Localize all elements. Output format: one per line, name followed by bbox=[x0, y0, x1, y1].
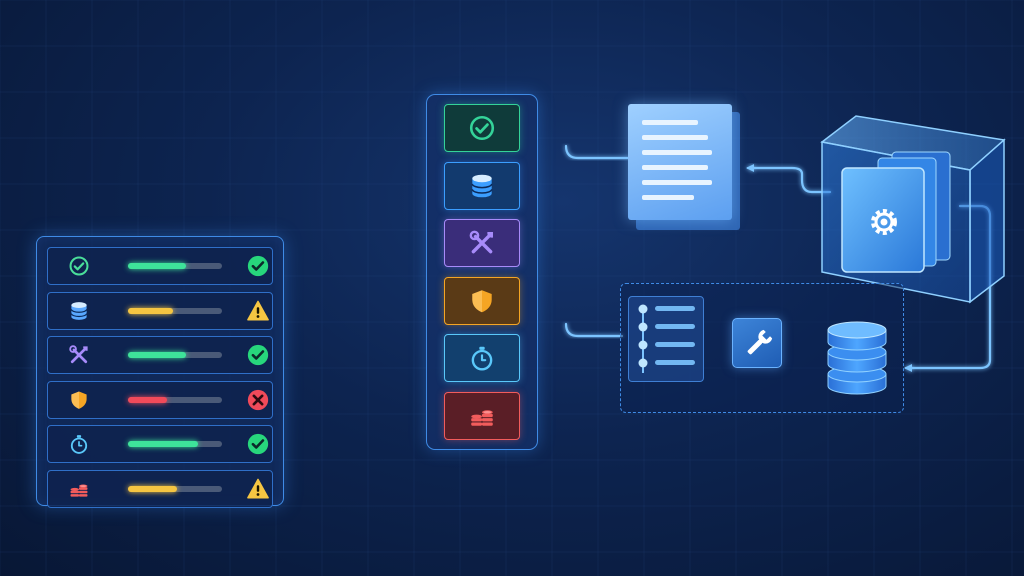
progress-bar-track bbox=[128, 485, 222, 492]
document-line bbox=[642, 150, 712, 155]
warning-triangle-icon bbox=[246, 299, 270, 323]
progress-bar-fill bbox=[128, 441, 198, 447]
database-stack-icon bbox=[827, 321, 887, 395]
progress-bar-track bbox=[128, 263, 222, 269]
warning-triangle-icon bbox=[246, 477, 270, 501]
progress-bar-fill bbox=[128, 263, 187, 269]
ok-check-icon bbox=[246, 432, 270, 456]
checklist-icon bbox=[628, 296, 704, 382]
config-box bbox=[820, 115, 1006, 304]
category-tile bbox=[444, 392, 520, 440]
coins-icon bbox=[68, 478, 90, 500]
ok-check-icon bbox=[246, 343, 270, 367]
progress-bar-track bbox=[128, 441, 222, 447]
wrench-tile bbox=[732, 318, 782, 368]
connector-from-pipeline bbox=[564, 322, 624, 338]
status-row bbox=[47, 380, 273, 419]
connector-from-document bbox=[564, 144, 630, 160]
document-line bbox=[642, 135, 708, 140]
document-line bbox=[642, 195, 694, 200]
category-tile bbox=[444, 162, 520, 210]
check-circle-icon bbox=[68, 255, 90, 277]
category-tile bbox=[444, 104, 520, 152]
progress-bar-fill bbox=[128, 396, 168, 403]
document-icon bbox=[628, 104, 732, 220]
error-x-icon bbox=[246, 388, 270, 412]
document-line bbox=[642, 120, 698, 125]
ok-check-icon bbox=[246, 254, 270, 278]
status-row bbox=[47, 291, 273, 330]
progress-bar-track bbox=[128, 352, 222, 358]
progress-bar-fill bbox=[128, 307, 174, 314]
progress-bar-track bbox=[128, 307, 222, 314]
category-tile bbox=[444, 334, 520, 382]
wrench-icon bbox=[747, 329, 773, 355]
progress-bar-track bbox=[128, 396, 222, 403]
stopwatch-icon bbox=[68, 433, 90, 455]
gear-icon bbox=[871, 209, 897, 235]
category-column bbox=[426, 94, 538, 450]
status-row bbox=[47, 469, 273, 508]
shield-icon bbox=[68, 389, 90, 411]
checklist-lines bbox=[638, 304, 695, 373]
connector-config-to-document bbox=[746, 164, 832, 194]
status-row bbox=[47, 336, 273, 374]
category-tile bbox=[444, 219, 520, 267]
document-line bbox=[642, 180, 712, 185]
status-row bbox=[47, 425, 273, 463]
tools-icon bbox=[68, 344, 90, 366]
progress-bar-fill bbox=[128, 352, 187, 358]
progress-bar-fill bbox=[128, 485, 177, 492]
status-row bbox=[47, 247, 273, 285]
document-line bbox=[642, 165, 708, 170]
document-card bbox=[628, 104, 740, 230]
category-tile bbox=[444, 277, 520, 325]
database-icon bbox=[68, 300, 90, 322]
status-panel bbox=[36, 236, 284, 508]
